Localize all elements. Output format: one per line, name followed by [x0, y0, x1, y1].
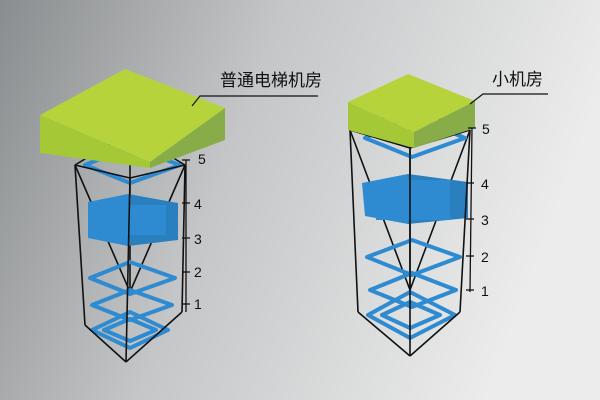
left-floor-label-3: 3	[194, 231, 202, 247]
left-building: 1 2 3 4 5 普通电梯机房	[40, 69, 322, 363]
left-floor-label-4: 4	[194, 196, 202, 212]
right-floor-ruler	[466, 127, 476, 293]
right-callout-label: 小机房	[492, 70, 543, 90]
right-floor-label-4: 4	[481, 176, 489, 192]
left-floor-label-5: 5	[198, 151, 206, 167]
left-callout-label: 普通电梯机房	[220, 71, 322, 91]
right-floor-label-5: 5	[482, 121, 490, 137]
left-floor-label-2: 2	[194, 264, 202, 280]
left-plate-floor-2	[88, 260, 177, 296]
left-plate-pit-outer	[90, 310, 170, 350]
left-elevator-car	[88, 194, 178, 246]
left-floor-label-1: 1	[194, 296, 202, 312]
right-floor-label-2: 2	[481, 249, 489, 265]
right-building: 1 2 3 4 5 小机房	[348, 70, 548, 357]
right-elevator-car	[362, 174, 468, 224]
right-floor-label-1: 1	[481, 283, 489, 299]
right-callout-leader	[469, 93, 548, 105]
left-plate-pit-inner	[102, 317, 158, 343]
right-plate-floor-2	[365, 238, 462, 277]
left-machine-room	[40, 69, 225, 168]
left-callout-leader	[191, 95, 318, 107]
right-plate-pit-inner	[380, 300, 442, 330]
right-plate-pit-outer	[366, 290, 457, 340]
left-floor-ruler	[182, 159, 190, 312]
right-machine-room	[348, 74, 475, 148]
left-plate-floor-1	[90, 288, 174, 322]
right-plate-floor-1	[368, 271, 458, 309]
right-floor-label-3: 3	[481, 212, 489, 228]
